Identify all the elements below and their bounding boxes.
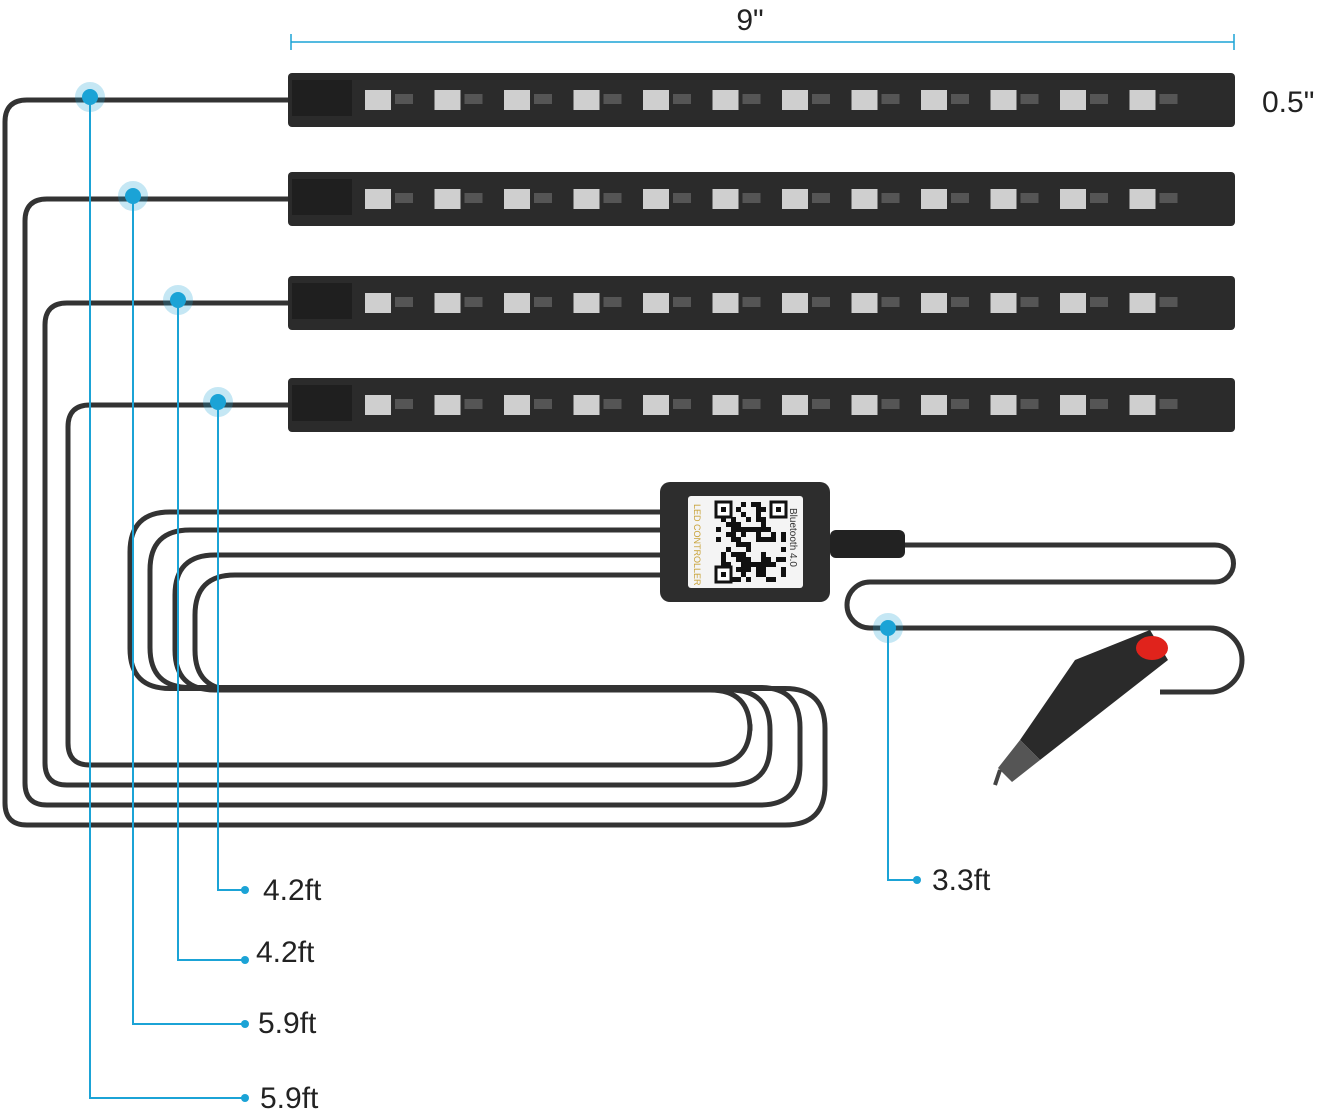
led-chip	[643, 293, 669, 313]
power-switch	[1136, 636, 1168, 660]
measure-line	[132, 199, 245, 1025]
led-chip	[1060, 395, 1086, 415]
led-chip	[1060, 189, 1086, 209]
led-chip	[851, 293, 878, 313]
controller-led-label: LED CONTROLLER	[692, 504, 702, 586]
led-chip	[712, 395, 739, 415]
led-chip	[712, 293, 739, 313]
led-strip	[288, 276, 1235, 330]
led-chip	[851, 189, 878, 209]
power-measure-line	[887, 628, 917, 881]
width-dimension	[290, 34, 1235, 50]
led-chip	[504, 395, 530, 415]
led-chip	[1129, 395, 1156, 415]
controller-plug	[830, 530, 905, 558]
measurement-lines	[75, 82, 921, 1102]
controller-bluetooth-label: Bluetooth 4.0	[787, 508, 798, 567]
led-strip	[288, 73, 1235, 127]
led-chip	[365, 189, 391, 209]
led-strip	[288, 172, 1235, 226]
led-chip	[1129, 189, 1156, 209]
power-cable	[844, 542, 1245, 695]
led-chip	[1129, 90, 1156, 110]
measure-dot	[170, 292, 186, 308]
measure-line	[217, 405, 245, 891]
cable-length-label-1: 5.9ft	[260, 1082, 319, 1115]
led-chip	[504, 293, 530, 313]
measure-dot	[125, 188, 141, 204]
strip-cable	[22, 196, 803, 808]
led-chip	[990, 189, 1017, 209]
led-chip	[1060, 90, 1086, 110]
cable-length-label-2: 5.9ft	[258, 1007, 317, 1040]
led-chip	[365, 395, 391, 415]
led-chip	[990, 90, 1017, 110]
measure-dot	[210, 394, 226, 410]
strip-cable	[42, 300, 773, 788]
cable-length-label-4: 4.2ft	[263, 874, 322, 907]
controller-box: Bluetooth 4.0 LED CONTROLLER	[660, 482, 905, 602]
led-chip	[782, 395, 808, 415]
led-chip	[573, 293, 600, 313]
measure-line	[89, 100, 245, 1099]
led-chip	[851, 395, 878, 415]
strip-cables	[2, 97, 828, 828]
strip-cable	[2, 97, 828, 828]
led-strips	[288, 73, 1235, 432]
led-chip	[434, 293, 461, 313]
led-chip	[434, 395, 461, 415]
led-chip	[990, 395, 1017, 415]
led-chip	[990, 293, 1017, 313]
led-chip	[643, 395, 669, 415]
led-chip	[921, 90, 947, 110]
led-chip	[851, 90, 878, 110]
led-chip	[921, 395, 947, 415]
led-chip	[573, 189, 600, 209]
led-chip	[434, 189, 461, 209]
led-strip	[288, 378, 1235, 432]
led-chip	[365, 293, 391, 313]
led-chip	[921, 189, 947, 209]
led-chip	[782, 189, 808, 209]
measure-line	[177, 303, 245, 961]
cigarette-plug	[993, 630, 1168, 786]
height-label: 0.5"	[1262, 86, 1314, 119]
led-chip	[434, 90, 461, 110]
led-chip	[504, 189, 530, 209]
led-chip	[921, 293, 947, 313]
led-chip	[712, 189, 739, 209]
strip-cable	[65, 402, 753, 768]
led-chip	[643, 189, 669, 209]
width-label: 9"	[736, 4, 763, 37]
cable-length-label-3: 4.2ft	[256, 936, 315, 969]
led-chip	[573, 90, 600, 110]
led-chip	[1060, 293, 1086, 313]
qr-code	[714, 500, 788, 584]
led-chip	[573, 395, 600, 415]
led-chip	[643, 90, 669, 110]
led-chip	[504, 90, 530, 110]
power-cable-length-label: 3.3ft	[932, 864, 991, 897]
led-chip	[712, 90, 739, 110]
led-chip	[782, 293, 808, 313]
led-chip	[365, 90, 391, 110]
led-chip	[782, 90, 808, 110]
led-chip	[1129, 293, 1156, 313]
measure-dot	[82, 89, 98, 105]
